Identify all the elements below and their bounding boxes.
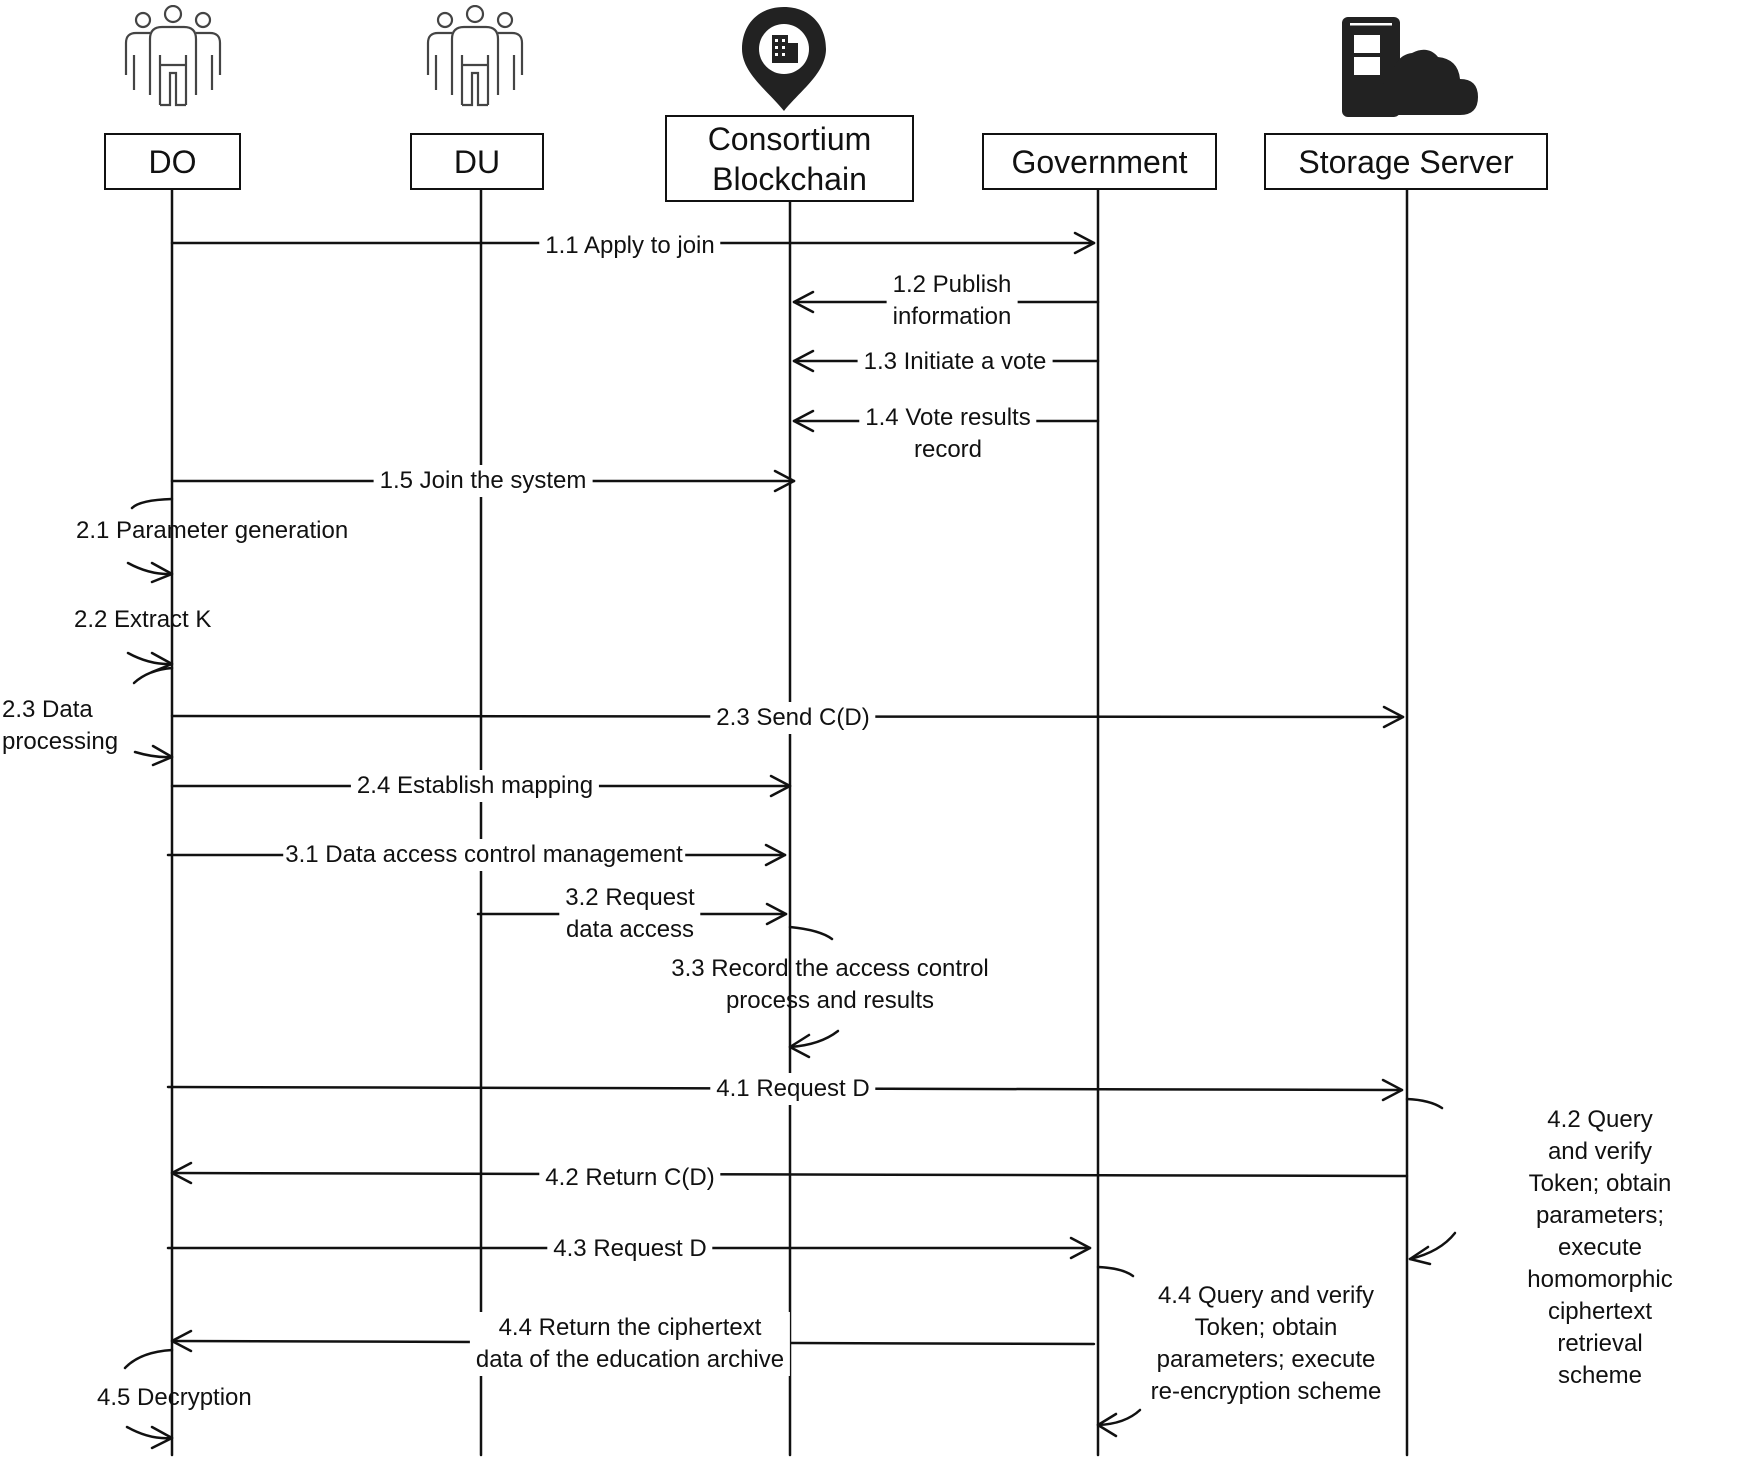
self-loop-4-4a <box>1096 1265 1142 1438</box>
people-group-icon <box>124 5 222 107</box>
message-4-1: 4.1 Request D <box>710 1073 876 1105</box>
message-2-3-processing: 2.3 Data processing <box>2 696 119 755</box>
message-4-4-query: 4.4 Query and verify Token; obtain param… <box>1150 1282 1382 1405</box>
message-4-5: 4.5 Decryption <box>97 1384 252 1411</box>
actor-do-label: DO <box>148 143 197 180</box>
actor-du: DU <box>410 133 544 190</box>
server-cloud-icon <box>1342 17 1478 117</box>
self-loop-3-3 <box>788 925 840 1059</box>
message-2-1: 2.1 Parameter generation <box>76 517 349 544</box>
people-group-icon <box>426 5 524 107</box>
actor-storage: Storage Server <box>1264 133 1548 190</box>
message-4-4-return: 4.4 Return the ciphertext data of the ed… <box>469 1312 791 1376</box>
message-1-4: 1.4 Vote results record <box>859 402 1037 466</box>
self-loop-2-3a <box>133 744 174 767</box>
self-loop-2-2 <box>126 651 174 685</box>
message-1-2: 1.2 Publish information <box>886 269 1018 333</box>
message-2-3-send: 2.3 Send C(D) <box>710 702 876 734</box>
actor-storage-label: Storage Server <box>1298 143 1514 180</box>
actor-blockchain: Consortium Blockchain <box>665 115 914 202</box>
message-2-4: 2.4 Establish mapping <box>350 770 600 802</box>
message-4-3: 4.3 Request D <box>547 1233 713 1265</box>
self-loop-4-2a <box>1405 1097 1457 1266</box>
message-4-2-query: 4.2 Query and verify Token; obtain param… <box>1527 1106 1673 1389</box>
actor-do: DO <box>104 133 241 190</box>
arrow-4-2 <box>170 1161 1409 1185</box>
message-4-2-return: 4.2 Return C(D) <box>539 1162 721 1194</box>
message-3-2: 3.2 Request data access <box>559 882 701 946</box>
message-3-1: 3.1 Data access control management <box>283 839 685 871</box>
message-3-3: 3.3 Record the access control process an… <box>671 955 989 1014</box>
actor-government: Government <box>982 133 1217 190</box>
message-1-1: 1.1 Apply to join <box>539 230 721 262</box>
self-loop-4-5 <box>123 1348 174 1450</box>
actor-du-label: DU <box>453 143 501 180</box>
actor-blockchain-label: Consortium Blockchain <box>707 120 872 197</box>
message-1-3: 1.3 Initiate a vote <box>857 346 1053 378</box>
message-1-5: 1.5 Join the system <box>373 465 593 497</box>
map-pin-building-icon <box>742 7 826 111</box>
message-2-2: 2.2 Extract K <box>74 606 212 633</box>
self-loop-2-1 <box>126 497 174 584</box>
actor-government-label: Government <box>1011 143 1188 180</box>
